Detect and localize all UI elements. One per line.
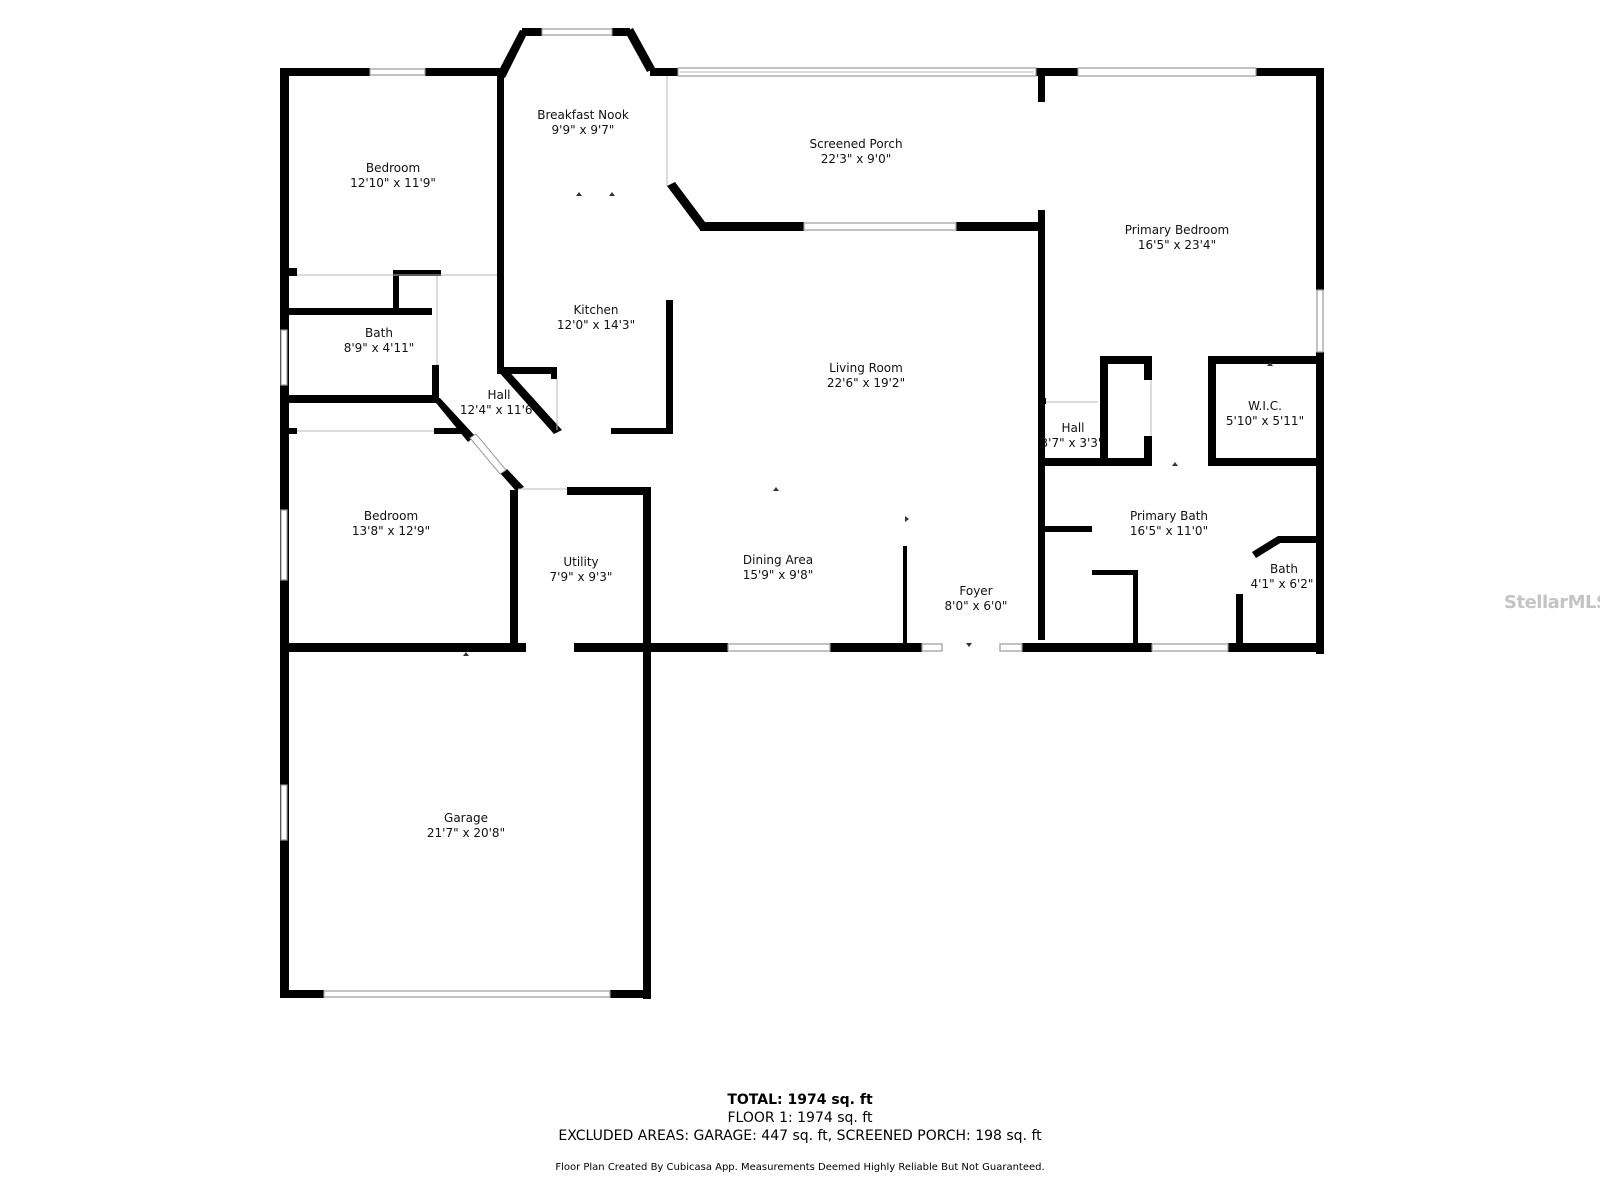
room-name-foyer: Foyer bbox=[959, 584, 992, 598]
room-name-bath-east: Bath bbox=[1270, 562, 1298, 576]
excluded-areas: EXCLUDED AREAS: GARAGE: 447 sq. ft, SCRE… bbox=[558, 1128, 1042, 1144]
room-name-bath-west: Bath bbox=[365, 326, 393, 340]
room-name-bedroom-sw: Bedroom bbox=[364, 509, 418, 523]
room-name-living-room: Living Room bbox=[829, 361, 903, 375]
room-name-kitchen: Kitchen bbox=[573, 303, 618, 317]
room-name-dining-area: Dining Area bbox=[743, 553, 813, 567]
room-dims-kitchen: 12'0" x 14'3" bbox=[557, 318, 635, 332]
room-dims-primary-bath: 16'5" x 11'0" bbox=[1130, 524, 1208, 538]
room-name-breakfast-nook: Breakfast Nook bbox=[537, 108, 629, 122]
disclaimer-text: Floor Plan Created By Cubicasa App. Meas… bbox=[555, 1162, 1045, 1173]
room-name-primary-bedroom: Primary Bedroom bbox=[1125, 223, 1229, 237]
room-name-bedroom-nw: Bedroom bbox=[366, 161, 420, 175]
room-name-garage: Garage bbox=[444, 811, 488, 825]
room-name-wic: W.I.C. bbox=[1248, 399, 1282, 413]
room-dims-foyer: 8'0" x 6'0" bbox=[945, 599, 1008, 613]
room-name-utility: Utility bbox=[563, 555, 598, 569]
windows bbox=[280, 28, 1324, 998]
room-dims-bedroom-sw: 13'8" x 12'9" bbox=[352, 524, 430, 538]
room-dims-bedroom-nw: 12'10" x 11'9" bbox=[350, 176, 436, 190]
room-dims-bath-west: 8'9" x 4'11" bbox=[344, 341, 415, 355]
room-dims-hall-west: 12'4" x 11'6" bbox=[460, 403, 538, 417]
watermark-text: StellarMLS bbox=[1504, 592, 1600, 613]
floor-1-area: FLOOR 1: 1974 sq. ft bbox=[727, 1110, 873, 1126]
total-area: TOTAL: 1974 sq. ft bbox=[727, 1092, 873, 1108]
room-dims-screened-porch: 22'3" x 9'0" bbox=[821, 152, 892, 166]
room-dims-hall-east: 3'7" x 3'3" bbox=[1041, 436, 1104, 450]
room-name-hall-east: Hall bbox=[1061, 421, 1084, 435]
room-name-hall-west: Hall bbox=[487, 388, 510, 402]
room-dims-utility: 7'9" x 9'3" bbox=[550, 570, 613, 584]
walls bbox=[280, 28, 1324, 999]
room-name-primary-bath: Primary Bath bbox=[1130, 509, 1208, 523]
room-dims-garage: 21'7" x 20'8" bbox=[427, 826, 505, 840]
room-dims-dining-area: 15'9" x 9'8" bbox=[743, 568, 814, 582]
room-dims-wic: 5'10" x 5'11" bbox=[1226, 414, 1304, 428]
room-dims-bath-east: 4'1" x 6'2" bbox=[1251, 577, 1314, 591]
room-dims-breakfast-nook: 9'9" x 9'7" bbox=[552, 123, 615, 137]
door-markers bbox=[463, 192, 1273, 656]
room-name-screened-porch: Screened Porch bbox=[809, 137, 902, 151]
room-labels: Bedroom 12'10" x 11'9" Breakfast Nook 9'… bbox=[344, 108, 1314, 840]
room-dims-living-room: 22'6" x 19'2" bbox=[827, 376, 905, 390]
room-dims-primary-bedroom: 16'5" x 23'4" bbox=[1138, 238, 1216, 252]
